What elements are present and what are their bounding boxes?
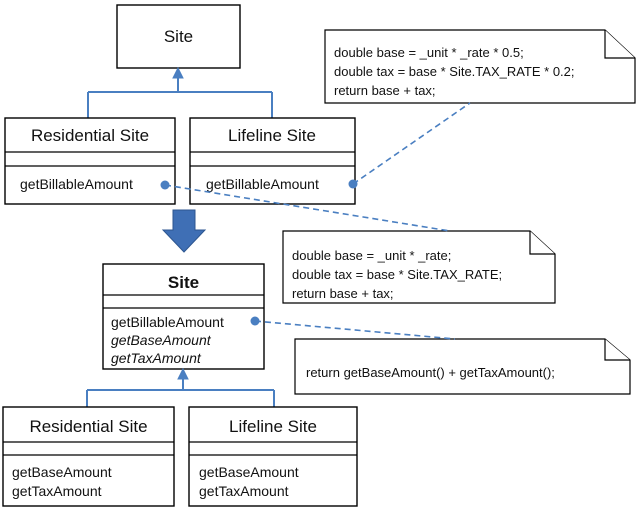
before-lifeline-method: getBillableAmount [206,176,319,192]
after-residential-method-tax: getTaxAmount [12,483,102,499]
after-site-class-name: Site [168,273,199,292]
after-site-class: Site getBillableAmount getBaseAmount get… [102,263,265,370]
lifeline-note-connector [352,102,471,185]
before-residential-site-name: Residential Site [31,126,149,145]
residential-note-line-3: return base + tax; [292,286,394,301]
before-residential-method: getBillableAmount [20,176,133,192]
after-site-abstract-method-base: getBaseAmount [111,332,212,348]
after-residential-method-base: getBaseAmount [12,464,112,480]
residential-note-line-1: double base = _unit * _rate; [292,248,451,263]
template-connector-dot [250,316,260,326]
template-method-note: return getBaseAmount() + getTaxAmount(); [294,338,631,395]
after-lifeline-method-base: getBaseAmount [199,464,299,480]
residential-note-line-2: double tax = base * Site.TAX_RATE; [292,267,502,282]
before-site-class-name: Site [164,27,193,46]
lifeline-note-line-1: double base = _unit * _rate * 0.5; [334,45,524,60]
after-inheritance [86,367,275,407]
before-inheritance-arrowhead [172,66,184,79]
template-note-line-1: return getBaseAmount() + getTaxAmount(); [306,365,555,380]
before-inheritance [87,66,273,118]
before-lifeline-site-name: Lifeline Site [228,126,316,145]
before-lifeline-site-class: Lifeline Site getBillableAmount [189,117,356,205]
after-residential-site-name: Residential Site [29,417,147,436]
refactor-down-arrow-icon [161,209,207,253]
after-site-abstract-method-tax: getTaxAmount [111,350,202,366]
lifeline-note-line-2: double tax = base * Site.TAX_RATE * 0.2; [334,64,575,79]
residential-note: double base = _unit * _rate; double tax … [282,230,556,304]
before-site-class: Site [116,4,241,69]
lifeline-note-line-3: return base + tax; [334,83,436,98]
after-lifeline-site-class: Lifeline Site getBaseAmount getTaxAmount [188,406,358,507]
lifeline-note: double base = _unit * _rate * 0.5; doubl… [324,29,636,104]
residential-connector-dot [160,180,170,190]
lifeline-connector-dot [348,179,358,189]
template-note-connector [254,320,456,340]
after-lifeline-site-name: Lifeline Site [229,417,317,436]
after-lifeline-method-tax: getTaxAmount [199,483,289,499]
residential-note-connector [164,184,451,232]
before-residential-site-class: Residential Site getBillableAmount [4,117,176,205]
after-site-template-method: getBillableAmount [111,314,224,330]
after-inheritance-arrowhead [177,367,189,380]
after-residential-site-class: Residential Site getBaseAmount getTaxAmo… [2,406,175,507]
